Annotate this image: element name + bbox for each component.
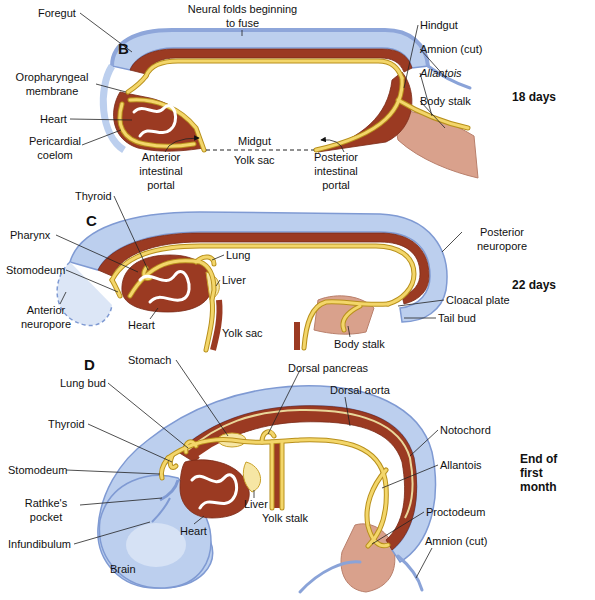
portal-arrow <box>321 140 344 152</box>
structure-label: Heart <box>180 524 207 538</box>
structure-label: Oropharyngeal membrane <box>4 70 100 98</box>
heart-tube <box>140 272 189 302</box>
structure-label: Amnion (cut) <box>420 42 482 56</box>
brain-cavity <box>126 523 186 567</box>
structure-label: Liver <box>244 497 268 511</box>
open-neural-tube <box>57 262 112 326</box>
structure-label: Stomodeum <box>8 463 67 477</box>
structure-label: Midgut <box>238 134 271 148</box>
structure-label: Hindgut <box>420 18 458 32</box>
body-stalk <box>341 524 395 592</box>
structure-label: Anterior neuropore <box>10 303 82 331</box>
structure-label: Yolk stalk <box>262 511 308 525</box>
heart-region <box>180 460 249 518</box>
structure-label: Cloacal plate <box>446 293 510 307</box>
structure-label: Posterior intestinal portal <box>306 150 366 192</box>
heart-tube <box>134 106 176 136</box>
panel-letter: C <box>86 212 97 230</box>
structure-label: Allantois <box>420 66 462 80</box>
stage-label: End of first month <box>520 452 570 494</box>
liver <box>243 462 260 492</box>
structure-label: Thyroid <box>75 189 112 203</box>
structure-label: Heart <box>40 112 67 126</box>
endoderm <box>112 61 468 546</box>
structure-label: Posterior neuropore <box>462 225 542 253</box>
structure-label: Infundibulum <box>8 537 71 551</box>
structure-label: Thyroid <box>48 417 85 431</box>
structure-label: Anterior intestinal portal <box>133 150 189 192</box>
structure-label: Amnion (cut) <box>425 534 487 548</box>
leader-lines <box>56 13 462 578</box>
infundibulum <box>152 498 170 522</box>
structure-label: Body stalk <box>420 94 471 108</box>
heart-tube <box>192 475 237 508</box>
structure-label: Liver <box>222 273 246 287</box>
structure-label: Proctodeum <box>426 505 485 519</box>
yolk-sac-wall <box>294 322 300 350</box>
structure-label: Pharynx <box>10 228 50 242</box>
midgut-opening <box>206 150 314 151</box>
stage-label: 18 days <box>512 90 556 104</box>
structure-label: Dorsal aorta <box>330 383 390 397</box>
structure-label: Stomach <box>128 353 171 367</box>
structure-label: Rathke's pocket <box>10 496 82 524</box>
hindgut-wall <box>318 72 412 152</box>
structure-label: Brain <box>110 562 136 576</box>
portal-arrow <box>165 138 199 152</box>
panel-letter: B <box>118 40 129 58</box>
structure-label: Notochord <box>440 423 491 437</box>
structure-label: Foregut <box>38 6 76 20</box>
structure-label: Stomodeum <box>6 263 65 277</box>
panel-letter: D <box>84 356 95 374</box>
structure-label: Yolk sac <box>234 153 275 167</box>
structure-label: Lung bud <box>60 376 106 390</box>
amnion <box>300 562 360 592</box>
rathkes-pocket <box>160 480 178 500</box>
structure-label: Body stalk <box>334 337 385 351</box>
structure-label: Pericardial coelom <box>20 134 90 162</box>
structure-label: Tail bud <box>438 311 476 325</box>
structure-label: Lung <box>226 248 250 262</box>
structure-label: Dorsal pancreas <box>288 361 368 375</box>
endoderm-outline <box>112 61 468 546</box>
structure-label: Heart <box>128 318 155 332</box>
structure-label: Allantois <box>440 458 482 472</box>
structure-label: Neural folds beginning to fuse <box>185 2 300 30</box>
stage-label: 22 days <box>512 278 556 292</box>
structure-label: Yolk sac <box>222 326 263 340</box>
